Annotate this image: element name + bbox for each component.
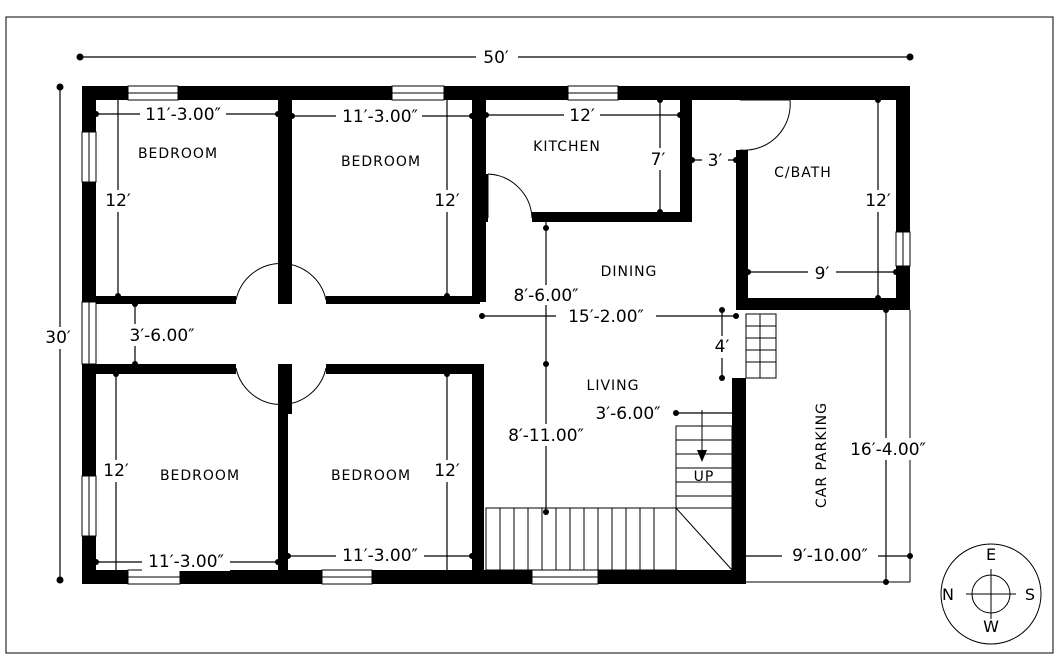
stair-up-label: UP — [694, 469, 715, 485]
bedroom3-depth-label: 12′ — [103, 461, 129, 481]
bedroom3-label: BEDROOM — [160, 468, 240, 484]
bedroom2-width-label: 11′-3.00″ — [342, 107, 418, 127]
bedroom2-depth-label: 12′ — [434, 191, 460, 211]
kitchen-width-label: 12′ — [569, 106, 595, 126]
parking-label: CAR PARKING — [814, 402, 830, 508]
kitchen-depth-label: 7′ — [651, 150, 666, 170]
interior-dimensions: 11′-3.00″ 11′-3.00″ 12′ 7′ 3′ 12′ 12′ — [93, 97, 936, 585]
living-label: LIVING — [587, 378, 640, 394]
stair-width-label: 3′-6.00″ — [595, 404, 660, 424]
room-labels: BEDROOM BEDROOM KITCHEN C/BATH DINING LI… — [138, 139, 832, 508]
bath-depth-label: 12′ — [865, 191, 891, 211]
dining-width-label: 15′-2.00″ — [568, 307, 644, 327]
compass-north: N — [942, 585, 954, 604]
door-swings — [235, 99, 791, 405]
compass-west: W — [983, 617, 999, 636]
bedroom4-label: BEDROOM — [331, 468, 411, 484]
passage-width-label: 3′ — [708, 151, 723, 171]
bedroom1-depth-label: 12′ — [105, 191, 131, 211]
overall-width-label: 50′ — [483, 48, 509, 68]
corridor-width-label: 3′-6.00″ — [129, 326, 194, 346]
parking-depth-label: 16′-4.00″ — [850, 440, 926, 460]
parking-width-label: 9′-10.00″ — [792, 546, 868, 566]
stair-gap-label: 4′ — [715, 337, 730, 357]
bath-label: C/BATH — [774, 165, 832, 181]
compass-south: S — [1025, 585, 1035, 604]
kitchen-label: KITCHEN — [533, 139, 601, 155]
bedroom1-width-label: 11′-3.00″ — [145, 105, 221, 125]
dining-label: DINING — [601, 264, 658, 280]
windows — [81, 85, 911, 585]
bedroom3-width-label: 11′-3.00″ — [148, 552, 224, 572]
sheet-border — [5, 16, 1054, 654]
bedroom2-label: BEDROOM — [341, 154, 421, 170]
bedroom1-label: BEDROOM — [138, 146, 218, 162]
compass-rose: E N S W — [940, 543, 1042, 645]
dining-depth-label: 8′-6.00″ — [513, 286, 578, 306]
living-depth-label: 8′-11.00″ — [508, 426, 584, 446]
overall-depth-label: 30′ — [45, 328, 71, 348]
overall-depth-dimension: 30′ — [40, 83, 80, 584]
bedroom4-width-label: 11′-3.00″ — [342, 546, 418, 566]
bath-width-label: 9′ — [815, 264, 830, 284]
bedroom4-depth-label: 12′ — [434, 461, 460, 481]
overall-width-dimension: 50′ — [76, 47, 914, 68]
compass-east: E — [986, 545, 996, 564]
